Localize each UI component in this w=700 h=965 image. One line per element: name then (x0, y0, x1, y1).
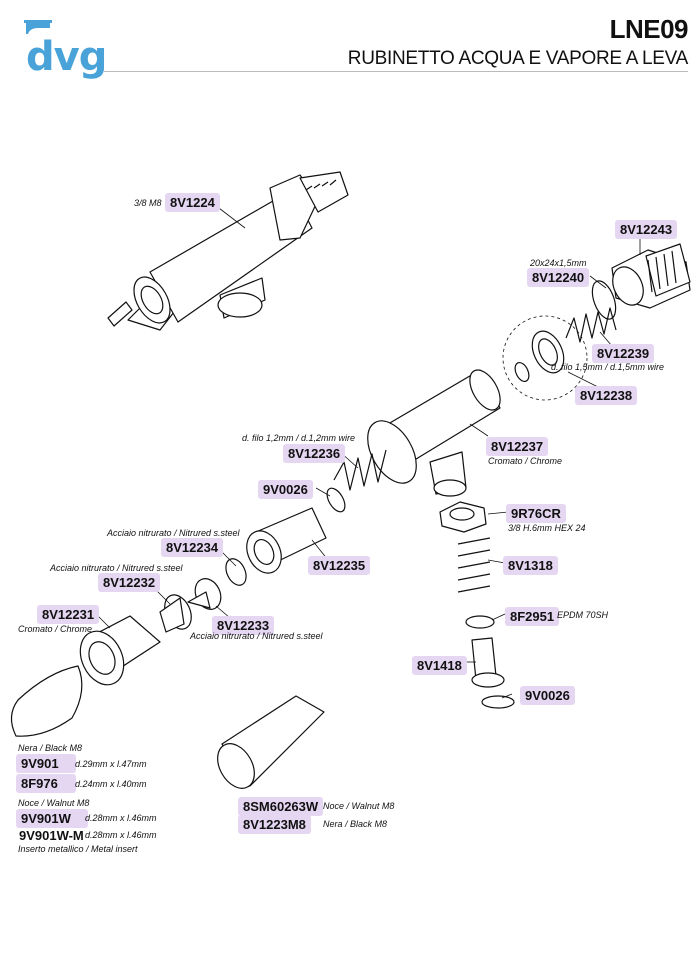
part-9V0026-top: 9V0026 (258, 480, 313, 499)
cap-8V12231 (79, 615, 161, 686)
note-8F976: d.24mm x l.40mm (75, 779, 147, 789)
note-8V1223M8: Nera / Black M8 (323, 819, 388, 829)
note-9V901: d.29mm x l.47mm (75, 759, 147, 769)
part-9V901W: 9V901W (16, 809, 88, 828)
oring-8F2951 (465, 615, 495, 629)
hex-nut-9R76CR (439, 501, 487, 533)
part-8F976: 8F976 (16, 774, 76, 793)
note-8V12240: 20x24x1,5mm (530, 258, 587, 268)
part-8V1418: 8V1418 (412, 656, 467, 675)
part-8V12237: 8V12237 (486, 437, 549, 456)
note-8V1224: 3/8 M8 (134, 198, 162, 208)
part-8V1223M8: 8V1223M8 (238, 815, 311, 834)
part-8F2951: 8F2951 (505, 607, 560, 626)
note-8V12239: d. filo 1,5mm / d.1,5mm wire (551, 362, 665, 372)
note-8V12231: Cromato / Chrome (18, 624, 93, 634)
note-9V901W: d.28mm x l.46mm (85, 813, 157, 823)
note-9V901W-M: d.28mm x l.46mm (85, 830, 157, 840)
part-8V12236: 8V12236 (283, 444, 346, 463)
note-9R76CR: 3/8 H.6mm HEX 24 (508, 523, 586, 533)
spring-8V1318 (457, 537, 491, 593)
valve-assembly-8V1224 (107, 171, 349, 331)
note-8V12237: Cromato / Chrome (488, 456, 563, 466)
part-8V12234: 8V12234 (161, 538, 224, 557)
part-8V12240: 8V12240 (527, 268, 590, 287)
handle-8SM60263W (217, 695, 325, 789)
spring-8V12239 (565, 307, 617, 343)
header-divider (104, 71, 688, 72)
note-8V12233: Acciaio nitrurato / Nitrured s.steel (190, 631, 323, 641)
note-8V12236: d. filo 1,2mm / d.1,2mm wire (242, 433, 356, 443)
part-8V12239: 8V12239 (592, 344, 655, 363)
detail-circle-8V12238 (502, 315, 588, 401)
part-9V0026-bottom: 9V0026 (520, 686, 575, 705)
note-8SM60263W: Noce / Walnut M8 (323, 801, 395, 811)
part-8V12233: 8V12233 (212, 616, 275, 635)
fitting-8V12243 (611, 243, 691, 309)
spring-8V12236 (333, 449, 387, 491)
part-8SM60263W: 8SM60263W (238, 797, 324, 816)
note-metal-insert: Inserto metallico / Metal insert (18, 844, 138, 854)
nut-8V12232 (159, 594, 192, 633)
washer-8V12234 (225, 558, 247, 586)
part-8V12231: 8V12231 (37, 605, 100, 624)
note-8F2951: EPDM 70SH (557, 610, 609, 620)
note-walnut-m8: Noce / Walnut M8 (18, 798, 90, 808)
product-title: RUBINETTO ACQUA E VAPORE A LEVA (347, 48, 689, 69)
knob-9V901 (10, 665, 83, 737)
part-8V1318: 8V1318 (503, 556, 558, 575)
oring-9V0026-top (326, 487, 346, 513)
part-8V12243: 8V12243 (615, 220, 678, 239)
part-8V12235: 8V12235 (308, 556, 371, 575)
valve-body-8V12237 (367, 369, 501, 497)
note-8V12234: Acciaio nitrurato / Nitrured s.steel (107, 528, 240, 538)
part-8V12238: 8V12238 (575, 386, 638, 405)
note-black-m8: Nera / Black M8 (18, 743, 83, 753)
brand-logo-text: dvg (26, 34, 107, 80)
part-8V1224: 8V1224 (165, 193, 220, 212)
part-9R76CR: 9R76CR (506, 504, 566, 523)
part-9V901W-M: 9V901W-M (19, 828, 84, 843)
piston-8V12235 (246, 507, 327, 574)
pin-8V12233 (187, 578, 222, 610)
note-8V12232: Acciaio nitrurato / Nitrured s.steel (50, 563, 183, 573)
dvg-logo (24, 20, 52, 34)
part-8V12232: 8V12232 (98, 573, 161, 592)
part-9V901: 9V901 (16, 754, 76, 773)
oring-9V0026-bottom (481, 695, 515, 709)
product-code: LNE09 (609, 14, 689, 44)
stem-8V1418 (471, 637, 505, 688)
